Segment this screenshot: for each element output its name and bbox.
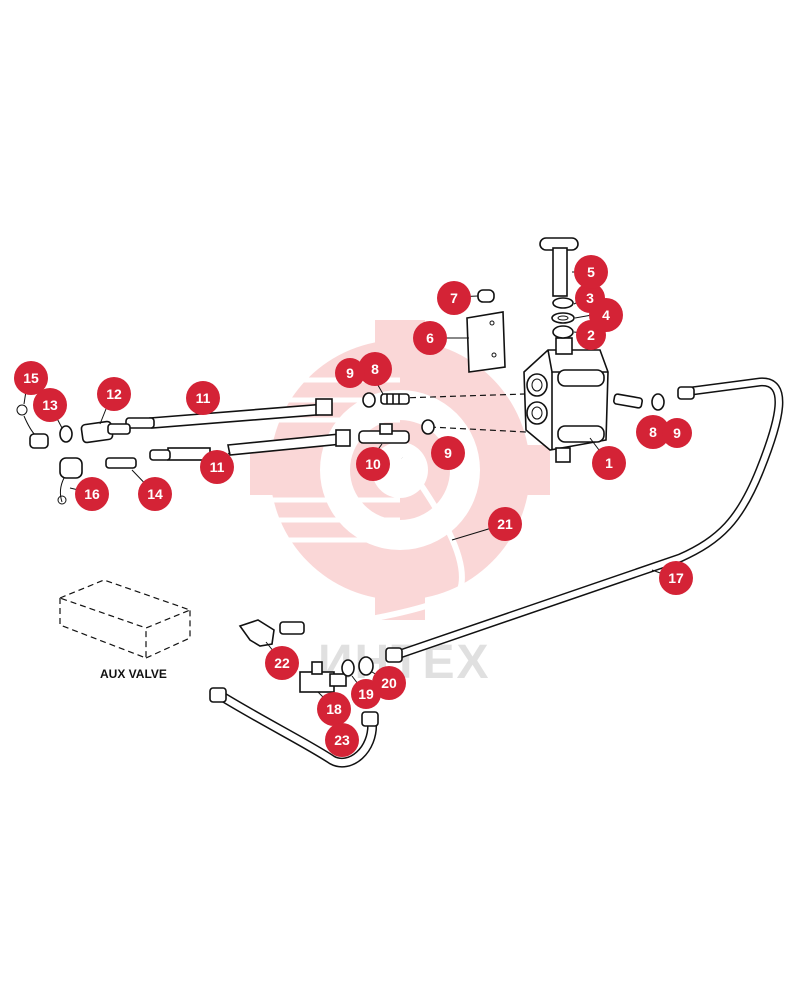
svg-text:18: 18 bbox=[326, 701, 342, 717]
callout-14: 14 bbox=[138, 477, 172, 511]
callout-8-left: 8 bbox=[358, 352, 392, 386]
svg-text:16: 16 bbox=[84, 486, 100, 502]
pipe-17 bbox=[399, 378, 782, 657]
pipe-lower bbox=[227, 429, 351, 456]
aux-valve-box bbox=[58, 579, 192, 659]
svg-text:6: 6 bbox=[426, 330, 434, 346]
callout-11-upper: 11 bbox=[186, 381, 220, 415]
cover-plate bbox=[466, 311, 506, 373]
cap bbox=[477, 289, 495, 303]
callout-15: 15 bbox=[14, 361, 48, 395]
valve-body bbox=[523, 337, 609, 463]
callout-9-left: 9 bbox=[335, 358, 365, 388]
pipe-upper bbox=[125, 398, 333, 429]
svg-text:10: 10 bbox=[365, 456, 381, 472]
hose-21 bbox=[299, 456, 465, 633]
fitting-right bbox=[613, 393, 643, 409]
svg-text:19: 19 bbox=[358, 686, 374, 702]
coupler bbox=[80, 420, 131, 444]
svg-text:7: 7 bbox=[450, 290, 458, 306]
svg-text:2: 2 bbox=[587, 327, 595, 343]
callout-7: 7 bbox=[437, 281, 471, 315]
hose-23-fitting bbox=[361, 711, 379, 727]
alignment-line bbox=[429, 426, 527, 433]
o-ring bbox=[362, 392, 376, 408]
callout-9-mid: 9 bbox=[431, 436, 465, 470]
svg-text:11: 11 bbox=[210, 459, 225, 475]
svg-text:9: 9 bbox=[673, 425, 681, 441]
svg-text:4: 4 bbox=[602, 307, 610, 323]
callout-16: 16 bbox=[75, 477, 109, 511]
hose-21-fitting bbox=[279, 621, 305, 635]
svg-text:11: 11 bbox=[196, 390, 211, 406]
callout-17: 17 bbox=[659, 561, 693, 595]
block-fitting bbox=[299, 661, 347, 693]
svg-text:9: 9 bbox=[346, 365, 354, 381]
dust-plug bbox=[57, 457, 83, 505]
o-ring bbox=[358, 656, 374, 676]
svg-text:20: 20 bbox=[381, 675, 397, 691]
callout-10: 10 bbox=[356, 447, 390, 481]
t-handle bbox=[539, 237, 579, 339]
fitting-left bbox=[380, 393, 410, 405]
callout-11-lower: 11 bbox=[200, 450, 234, 484]
callout-22: 22 bbox=[265, 646, 299, 680]
svg-text:9: 9 bbox=[444, 445, 452, 461]
callout-12: 12 bbox=[97, 377, 131, 411]
o-ring bbox=[341, 659, 355, 677]
callout-8-right: 8 bbox=[636, 415, 670, 449]
callout-5: 5 bbox=[574, 255, 608, 289]
elbow-fitting bbox=[238, 619, 275, 647]
svg-text:3: 3 bbox=[586, 290, 594, 306]
callout-23: 23 bbox=[325, 723, 359, 757]
callout-18: 18 bbox=[317, 692, 351, 726]
svg-text:14: 14 bbox=[147, 486, 163, 502]
svg-text:13: 13 bbox=[42, 397, 58, 413]
pipe-17-fitting bbox=[677, 386, 695, 400]
aux-valve-label: AUX VALVE bbox=[100, 667, 167, 681]
callout-9-right: 9 bbox=[662, 418, 692, 448]
callouts: 1 2 3 4 5 6 7 8 8 9 9 9 10 11 11 12 13 1… bbox=[14, 255, 693, 757]
dust-cap bbox=[16, 404, 49, 449]
callout-6: 6 bbox=[413, 321, 447, 355]
callout-13: 13 bbox=[33, 388, 67, 422]
svg-text:21: 21 bbox=[497, 516, 513, 532]
pipe-17-fitting bbox=[385, 647, 403, 663]
hose-23-fitting bbox=[209, 687, 227, 703]
svg-text:8: 8 bbox=[371, 361, 379, 377]
pipe-stub bbox=[149, 447, 211, 461]
svg-text:22: 22 bbox=[274, 655, 290, 671]
svg-text:23: 23 bbox=[334, 732, 350, 748]
svg-text:17: 17 bbox=[668, 570, 684, 586]
hose-23 bbox=[216, 691, 376, 766]
nipple bbox=[105, 457, 137, 469]
callout-4: 4 bbox=[589, 298, 623, 332]
callout-20: 20 bbox=[372, 666, 406, 700]
svg-text:15: 15 bbox=[23, 370, 39, 386]
svg-text:1: 1 bbox=[605, 455, 613, 471]
callout-1: 1 bbox=[592, 446, 626, 480]
svg-text:8: 8 bbox=[649, 424, 657, 440]
callout-21: 21 bbox=[488, 507, 522, 541]
svg-text:5: 5 bbox=[587, 264, 595, 280]
o-ring bbox=[421, 419, 435, 435]
svg-text:12: 12 bbox=[106, 386, 122, 402]
seal-ring bbox=[59, 425, 73, 443]
alignment-line bbox=[399, 393, 526, 399]
o-ring bbox=[651, 393, 665, 411]
tee-fitting bbox=[358, 423, 410, 444]
